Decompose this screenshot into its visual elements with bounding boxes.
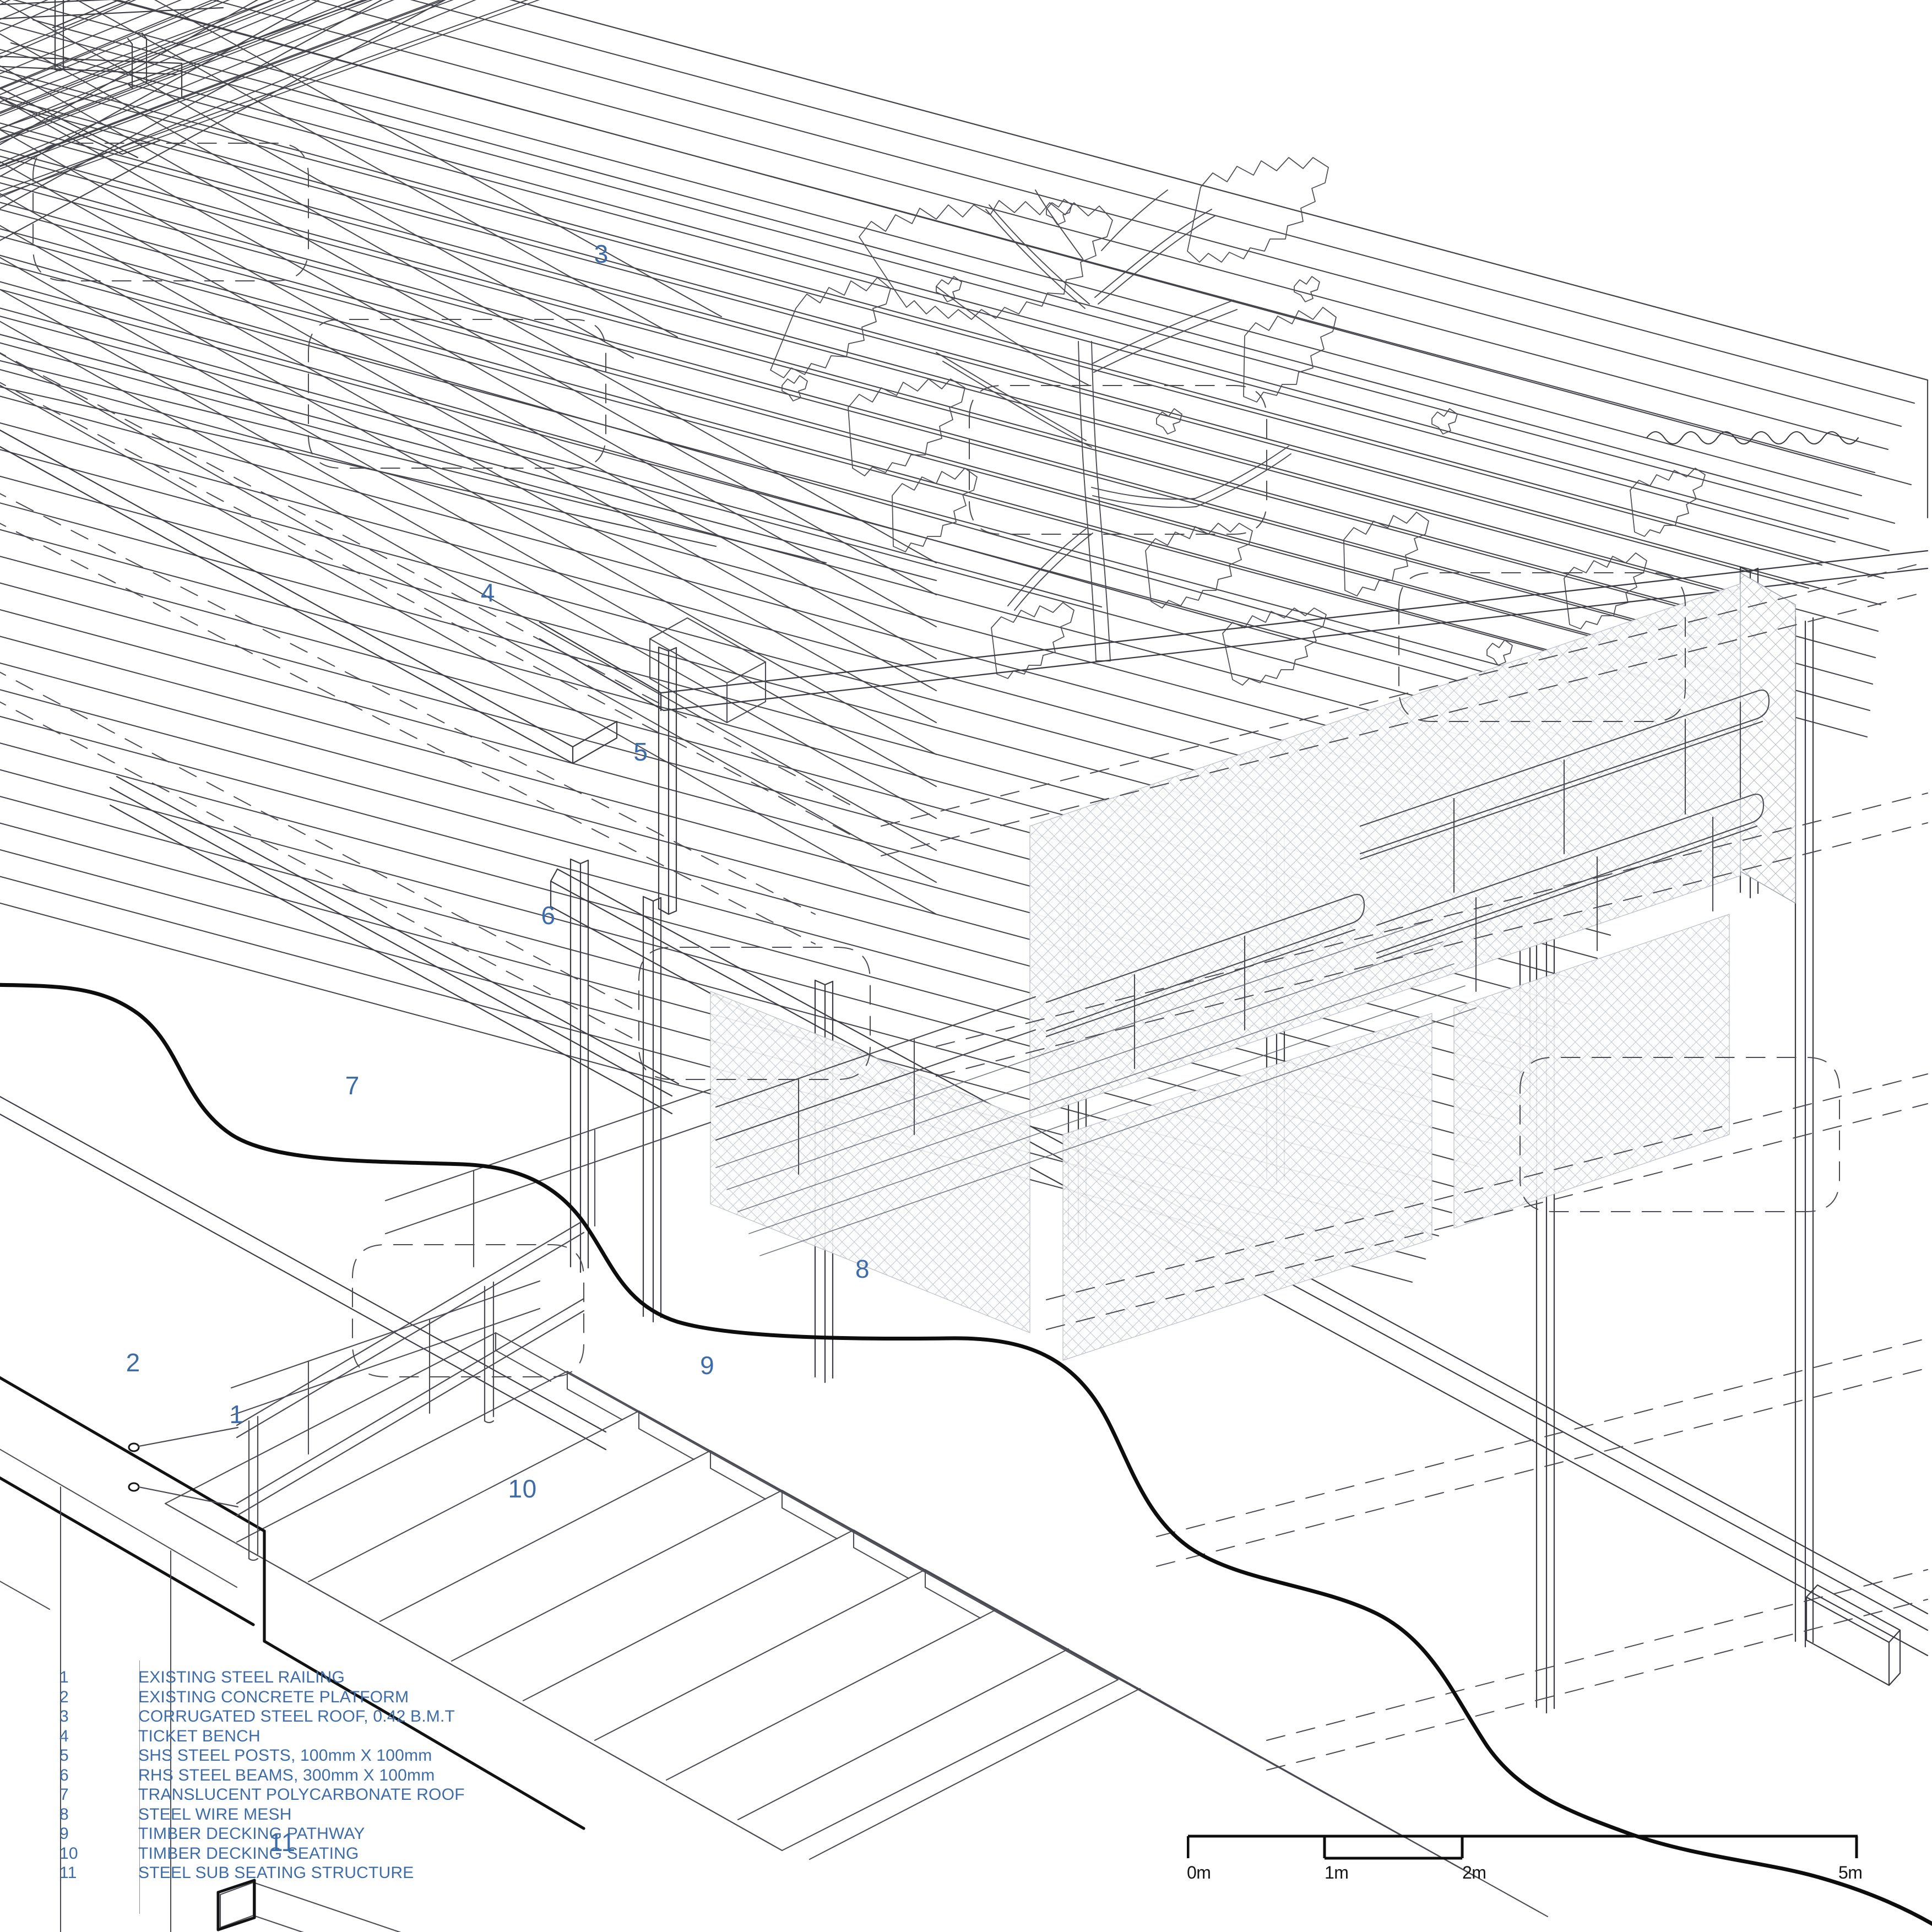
legend-row: 11 STEEL SUB SEATING STRUCTURE [59,1863,511,1883]
scale-tick-2: 2m [1462,1863,1486,1882]
callout-2: 2 [126,1348,140,1377]
callout-5: 5 [633,737,648,766]
legend-label: EXISTING STEEL RAILING [138,1668,345,1686]
callout-10: 10 [508,1474,537,1503]
ticket-bench [649,617,767,724]
legend-number: 11 [59,1864,77,1882]
scale-tick-0: 0m [1187,1863,1211,1882]
callout-7: 7 [345,1071,360,1100]
legend-row: 8 STEEL WIRE MESH [59,1805,511,1825]
legend-number: 2 [59,1687,69,1706]
legend-label: TICKET BENCH [138,1727,261,1745]
roof-fascia-scallops [1646,431,1859,445]
scale-bar-graphic [1186,1835,1858,1860]
roof-surface-main [0,0,446,241]
legend-row: 4 TICKET BENCH [59,1727,511,1746]
roof-edge-soffit [0,429,618,764]
legend-number: 5 [59,1746,69,1765]
callout-6: 6 [541,901,556,930]
callout-9: 9 [700,1350,715,1380]
legend-number: 3 [59,1707,69,1725]
legend-row: 6 RHS STEEL BEAMS, 300mm X 100mm [59,1766,511,1786]
legend-number: 10 [59,1844,78,1863]
legend-label: STEEL SUB SEATING STRUCTURE [138,1864,414,1882]
legend-label: TIMBER DECKING SEATING [138,1844,359,1863]
scale-bar-labels: 0m 1m 2m 5m [1187,1863,1863,1896]
callout-8: 8 [855,1255,870,1284]
legend-label: SHS STEEL POSTS, 100mm X 100mm [138,1746,432,1765]
legend-number: 4 [59,1727,69,1745]
legend-row: 5 SHS STEEL POSTS, 100mm X 100mm [59,1746,511,1766]
scale-tick-5: 5m [1838,1863,1863,1882]
legend-row: 9 TIMBER DECKING PATHWAY [59,1824,511,1844]
break-line [0,983,1932,1926]
steel-sub-seating-structure [216,1879,401,1932]
callout-3: 3 [594,239,609,268]
existing-steel-railing [128,1219,585,1561]
scale-bar: 0m 1m 2m 5m [1186,1834,1863,1922]
upper-deck-slab [539,550,1929,712]
legend-row: 10 TIMBER DECKING SEATING [59,1844,511,1864]
existing-concrete-platform [0,1376,585,1830]
legend-number: 7 [59,1786,69,1804]
legend-label: EXISTING CONCRETE PLATFORM [138,1687,409,1706]
legend: 1 EXISTING STEEL RAILING 2 EXISTING CONCRET… [59,1668,511,1883]
legend-label: STEEL WIRE MESH [138,1805,292,1824]
translucent-polycarbonate-roof [0,143,1928,1771]
scale-tick-1: 1m [1325,1863,1349,1882]
tree [770,157,1711,686]
legend-number: 6 [59,1766,69,1784]
legend-divider [139,1660,140,1914]
legend-number: 9 [59,1825,69,1843]
legend-label: TRANSLUCENT POLYCARBONATE ROOF [138,1786,465,1804]
legend-row: 1 EXISTING STEEL RAILING [59,1668,511,1687]
platform-secondary-lines [0,1448,237,1932]
legend-row: 7 TRANSLUCENT POLYCARBONATE ROOF [59,1785,511,1805]
legend-number: 8 [59,1805,69,1824]
timber-decking-seating [164,1332,1549,1918]
timber-decking-pathway [715,919,1477,1256]
legend-row: 2 EXISTING CONCRETE PLATFORM [59,1687,511,1707]
legend-label: TIMBER DECKING PATHWAY [138,1825,365,1843]
callout-1: 1 [229,1400,244,1429]
legend-label: CORRUGATED STEEL ROOF, 0.42 B.M.T [138,1707,455,1725]
legend-row: 3 CORRUGATED STEEL ROOF, 0.42 B.M.T [59,1707,511,1727]
legend-label: RHS STEEL BEAMS, 300mm X 100mm [138,1766,435,1784]
callout-4: 4 [480,578,495,607]
callout-11: 11 [268,1827,296,1857]
legend-number: 1 [59,1668,69,1686]
